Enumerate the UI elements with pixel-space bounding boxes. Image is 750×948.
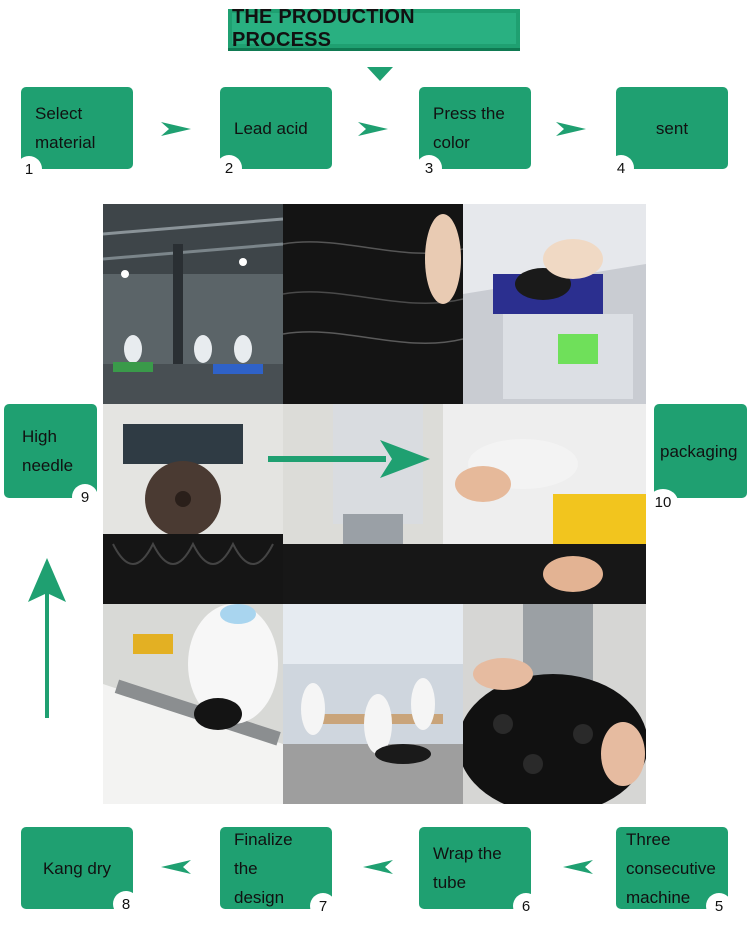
step-number-badge: 5: [706, 893, 732, 919]
left-arrow-icon: [363, 860, 393, 874]
step-number-badge: 4: [608, 155, 634, 181]
step-label: High needle: [22, 427, 74, 475]
step-label: Wrap the tube: [433, 844, 502, 892]
black-hair-bundle-photo: [283, 204, 463, 404]
step-label: Three consecutive machine: [626, 829, 716, 907]
step-sent: sent: [616, 87, 728, 169]
step-label: packaging: [660, 441, 738, 461]
step-number-badge: 9: [72, 484, 98, 510]
step-select-material: Select material: [21, 87, 133, 169]
hair-weighing-scale-photo: [463, 204, 646, 404]
step-number-badge: 10: [648, 489, 678, 515]
step-wrap-the-tube: Wrap the tube: [419, 827, 531, 909]
hair-sewing-closeup-photo: [283, 404, 646, 604]
step-packaging: packaging: [654, 404, 747, 498]
right-arrow-icon: [358, 122, 388, 136]
step-number-badge: 6: [513, 893, 539, 919]
right-arrow-icon: [556, 122, 586, 136]
step-press-the-color: Press the color: [419, 87, 531, 169]
step-label: Lead acid: [234, 118, 308, 138]
step-number-badge: 7: [310, 893, 336, 919]
step-kang-dry: Kang dry: [21, 827, 133, 909]
workers-workshop-photo: [283, 604, 463, 804]
sewing-machine-roller-photo: [103, 404, 283, 604]
title-banner-inner: THE PRODUCTION PROCESS: [232, 6, 516, 51]
curly-hair-sewing-photo: [463, 604, 646, 804]
step-label: Press the color: [433, 104, 505, 152]
photo-collage: [103, 204, 646, 804]
title-down-arrow-icon: [367, 67, 393, 81]
factory-floor-photo: [103, 204, 283, 404]
up-arrow-icon: [28, 558, 66, 718]
step-number-badge: 3: [416, 155, 442, 181]
step-high-needle: High needle: [4, 404, 97, 498]
overlay-right-arrow-icon: [268, 440, 430, 478]
left-arrow-icon: [161, 860, 191, 874]
step-number-badge: 1: [16, 156, 42, 182]
step-number-badge: 8: [113, 891, 139, 917]
right-arrow-icon: [161, 122, 191, 136]
step-label: Select material: [35, 104, 96, 152]
title-banner: THE PRODUCTION PROCESS: [228, 6, 520, 51]
workers-hackling-photo: [103, 604, 283, 804]
step-label: Kang dry: [42, 858, 112, 878]
step-label: sent: [655, 118, 689, 138]
step-number-badge: 2: [216, 155, 242, 181]
step-label: Finalize the design: [234, 829, 293, 907]
left-arrow-icon: [563, 860, 593, 874]
page-title: THE PRODUCTION PROCESS: [232, 5, 415, 51]
step-lead-acid: Lead acid: [220, 87, 332, 169]
